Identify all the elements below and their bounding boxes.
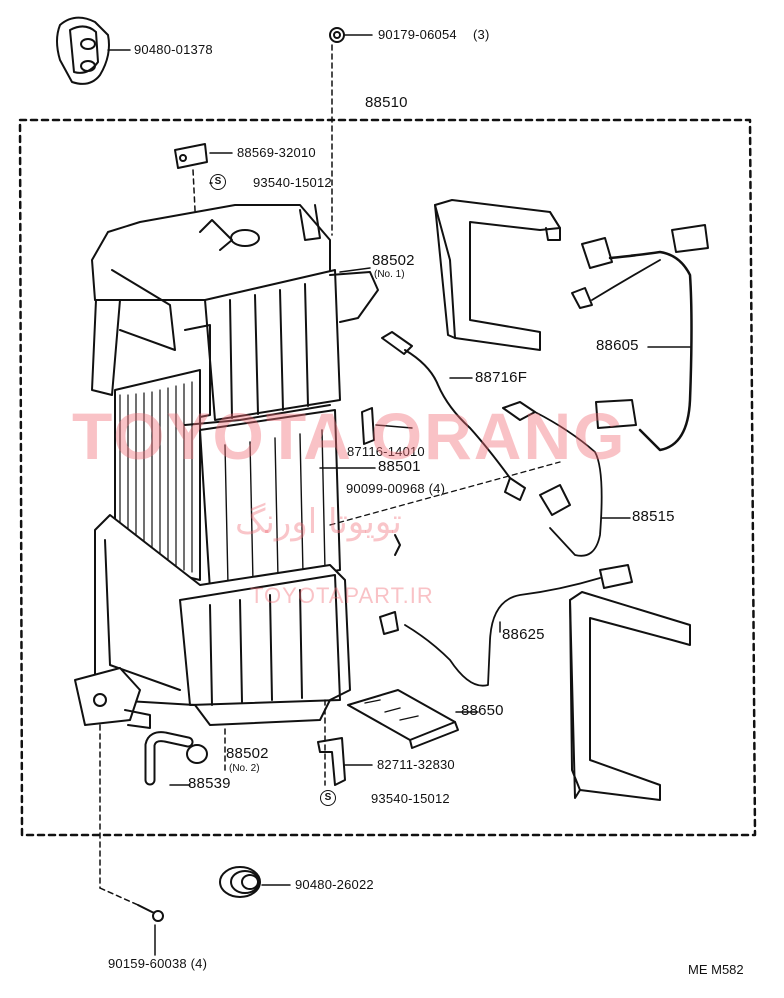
diagram-code: ME M582 (688, 962, 744, 977)
grommet-part (56, 16, 131, 85)
wire-harness-88605 (571, 224, 709, 452)
part-label-90179-06054-qty: (3) (473, 27, 490, 42)
part-label-90099-00968: 90099-00968 (4) (346, 481, 446, 496)
part-label-88605: 88605 (596, 337, 639, 354)
duct-left (434, 199, 561, 351)
bracket-part (174, 143, 233, 231)
part-label-88501: 88501 (378, 458, 421, 475)
part-label-93540-15012-bottom: 93540-15012 (371, 791, 450, 806)
part-label-88569-32010: 88569-32010 (237, 145, 316, 160)
assembly-boundary (18, 118, 757, 837)
part-label-87116-14010: 87116-14010 (347, 444, 425, 459)
bracket-82711 (317, 699, 373, 786)
heater-case-lower (74, 514, 351, 729)
part-label-88716f: 88716F (475, 369, 528, 386)
part-label-88515: 88515 (632, 508, 675, 525)
evaporator-core (114, 369, 341, 591)
part-label-90179-06054: 90179-06054 (378, 27, 457, 42)
amplifier-88650 (347, 689, 479, 749)
heater-case-upper (91, 204, 379, 421)
clip-part (329, 27, 373, 236)
part-label-88502-no1-sub: (No. 1) (374, 269, 405, 280)
part-label-88650: 88650 (461, 702, 504, 719)
part-label-88510: 88510 (365, 94, 408, 111)
sensor-88716f (381, 331, 526, 501)
part-label-93540-15012-top: 93540-15012 (253, 175, 332, 190)
wire-88625 (379, 564, 633, 687)
hose-88539 (144, 731, 208, 786)
duct-right (569, 591, 691, 801)
screw-90159 (99, 724, 164, 956)
screw-90099 (329, 461, 561, 556)
part-label-88502-no2: 88502 (226, 745, 269, 762)
part-label-90480-01378: 90480-01378 (134, 42, 213, 57)
part-label-90159-60038: 90159-60038 (4) (108, 956, 208, 971)
part-label-88625: 88625 (502, 626, 545, 643)
part-label-82711-32830: 82711-32830 (377, 757, 455, 772)
grommet-26022 (219, 866, 291, 898)
part-label-88502-no1: 88502 (372, 252, 415, 269)
standard-part-s-icon: S (210, 174, 226, 190)
bracket-87116 (361, 407, 413, 445)
sensor-88515 (502, 401, 631, 557)
standard-part-s-icon: S (320, 790, 336, 806)
part-label-88539: 88539 (188, 775, 231, 792)
part-label-88502-no2-sub: (No. 2) (229, 763, 260, 774)
part-label-90480-26022: 90480-26022 (295, 877, 374, 892)
